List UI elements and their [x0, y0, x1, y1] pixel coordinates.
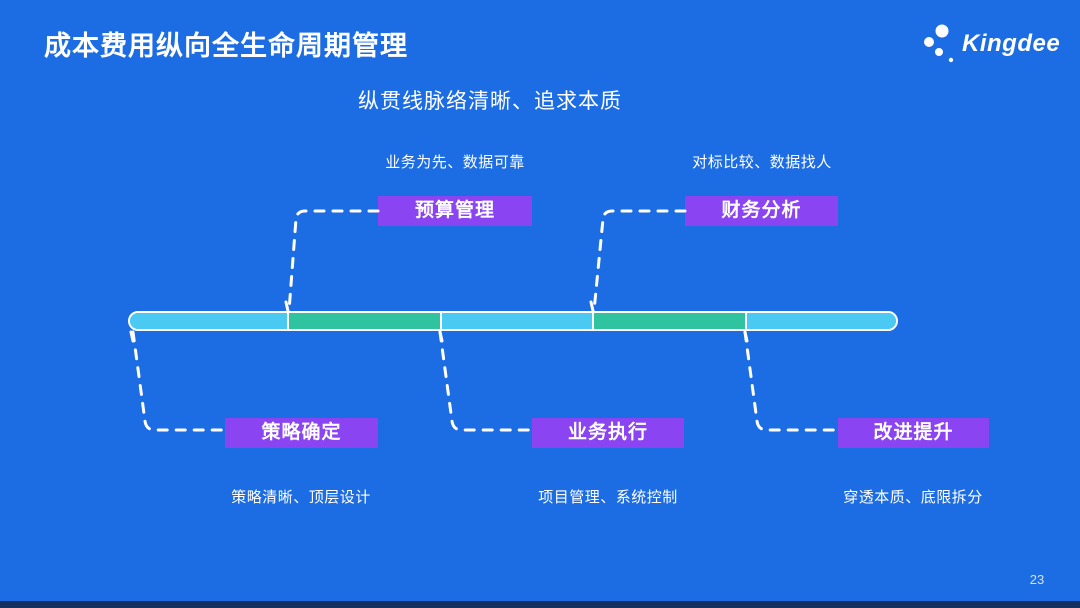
caption-business-execution: 项目管理、系统控制	[538, 489, 678, 506]
timeline-segment-2	[289, 313, 442, 329]
caption-budget-management: 业务为先、数据可靠	[385, 154, 525, 171]
stage-box-budget-management: 预算管理	[378, 196, 532, 226]
caption-financial-analysis: 对标比较、数据找人	[692, 154, 832, 171]
stage-box-financial-analysis: 财务分析	[685, 196, 838, 226]
slide-subtitle: 纵贯线脉络清晰、追求本质	[358, 90, 622, 113]
kingdee-wordmark: Kingdee	[962, 30, 1061, 57]
stage-box-strategy-definition: 策略确定	[225, 418, 378, 448]
timeline-segment-3	[442, 313, 594, 329]
timeline-segment-4	[594, 313, 747, 329]
kingdee-dots-icon	[924, 24, 954, 63]
timeline-segment-5	[747, 313, 896, 329]
timeline-segment-1	[130, 313, 289, 329]
lifecycle-timeline-bar	[128, 311, 898, 331]
page-title: 成本费用纵向全生命周期管理	[44, 31, 408, 61]
kingdee-logo: Kingdee	[918, 18, 1061, 66]
page-number: 23	[1029, 572, 1045, 587]
caption-improvement: 穿透本质、底限拆分	[843, 489, 983, 506]
bottom-edge-strip	[0, 601, 1080, 608]
caption-strategy-definition: 策略清晰、顶层设计	[231, 489, 371, 506]
stage-box-business-execution: 业务执行	[532, 418, 684, 448]
stage-box-improvement: 改进提升	[838, 418, 989, 448]
